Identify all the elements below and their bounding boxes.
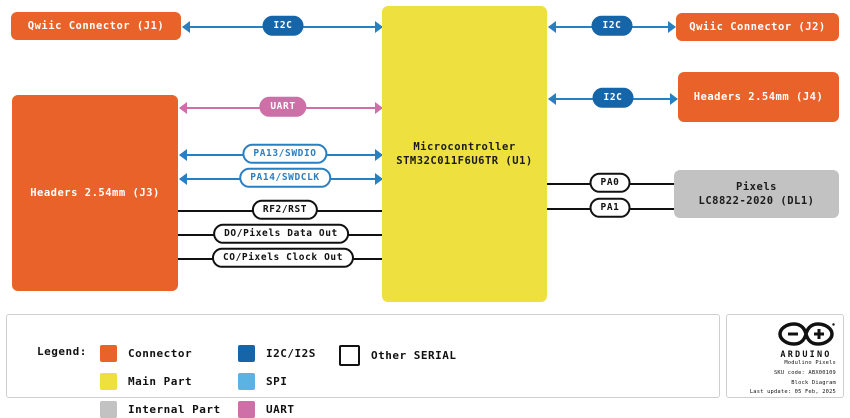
arrow-left-icon: [179, 149, 187, 161]
signal-label-pa1: PA1: [589, 197, 631, 219]
arrow-left-icon: [548, 21, 556, 33]
legend-item-i2c-i2s: I2C/I2S: [238, 345, 316, 362]
headers-j4-block[interactable]: Headers 2.54mm (J4): [678, 72, 839, 122]
legend-swatch-main-part: [100, 373, 117, 390]
arrow-left-icon: [548, 93, 556, 105]
legend-label-main-part: Main Part: [128, 375, 193, 388]
footer-sku: SKU code: ABX00109: [773, 369, 836, 376]
legend-swatch-uart: [238, 401, 255, 418]
signal-label-uart: UART: [259, 96, 307, 118]
arduino-footer-panel: ARDUINO Modulino Pixels SKU code: ABX001…: [726, 314, 844, 398]
legend-label-internal-part: Internal Part: [128, 403, 221, 416]
arduino-wordmark: ARDUINO: [780, 350, 832, 360]
legend-item-spi: SPI: [238, 373, 287, 390]
signal-label-i2c-j2: I2C: [591, 15, 633, 37]
legend-label-connector: Connector: [128, 347, 193, 360]
legend-swatch-internal-part: [100, 401, 117, 418]
qwiic-connector-j2-block[interactable]: Qwiic Connector (J2): [676, 13, 839, 41]
legend-panel: Legend: Connector Main Part Internal Par…: [6, 314, 720, 418]
signal-label-i2c-j1: I2C: [262, 15, 304, 37]
pixels-dl1-block[interactable]: Pixels LC8822-2020 (DL1): [674, 170, 839, 218]
signal-label-do-pixels-data-out: DO/Pixels Data Out: [213, 223, 349, 245]
block-diagram-canvas: I2C I2C I2C UART PA13/SWDIO PA14/SWDCLK …: [6, 6, 844, 418]
arduino-metadata: Modulino Pixels SKU code: ABX00109 Block…: [750, 359, 836, 398]
microcontroller-u1-block[interactable]: Microcontroller STM32C011F6U6TR (U1): [382, 6, 547, 302]
legend-item-other-serial: Other SERIAL: [339, 345, 456, 366]
arduino-infinity-icon: [778, 322, 835, 346]
legend-label-uart: UART: [266, 403, 295, 416]
signal-label-rf2-rst: RF2/RST: [251, 199, 319, 221]
arrow-right-icon: [375, 102, 383, 114]
signal-label-co-pixels-clock-out: CO/Pixels Clock Out: [211, 247, 355, 269]
arrow-right-icon: [375, 149, 383, 161]
legend-item-connector: Connector: [100, 345, 192, 362]
arrow-right-icon: [375, 21, 383, 33]
legend-label-other-serial: Other SERIAL: [371, 349, 457, 362]
footer-product: Modulino Pixels: [784, 360, 836, 366]
footer-last-update: Last update: 05 Feb, 2025: [749, 389, 836, 396]
legend-item-main-part: Main Part: [100, 373, 192, 390]
arrow-left-icon: [179, 173, 187, 185]
legend-swatch-spi: [238, 373, 255, 390]
legend-item-internal-part: Internal Part: [100, 401, 221, 418]
arrow-right-icon: [375, 173, 383, 185]
legend-label-spi: SPI: [266, 375, 288, 388]
legend-swatch-other-serial: [339, 345, 360, 366]
qwiic-connector-j1-block[interactable]: Qwiic Connector (J1): [11, 12, 181, 40]
legend-label-i2c-i2s: I2C/I2S: [266, 347, 316, 360]
arduino-logo: ARDUINO: [777, 321, 835, 360]
arrow-left-icon: [182, 21, 190, 33]
signal-label-pa13-swdio: PA13/SWDIO: [242, 143, 328, 165]
arrow-right-icon: [668, 21, 676, 33]
signal-label-i2c-j4: I2C: [592, 87, 634, 109]
arrow-left-icon: [179, 102, 187, 114]
footer-doc-type: Block Diagram: [791, 379, 836, 386]
signal-label-pa14-swdclk: PA14/SWDCLK: [239, 167, 331, 189]
arrow-right-icon: [670, 93, 678, 105]
legend-item-uart: UART: [238, 401, 295, 418]
headers-j3-block[interactable]: Headers 2.54mm (J3): [12, 95, 178, 291]
legend-swatch-i2c-i2s: [238, 345, 255, 362]
legend-swatch-connector: [100, 345, 117, 362]
signal-label-pa0: PA0: [589, 172, 631, 194]
legend-title: Legend:: [37, 345, 87, 358]
